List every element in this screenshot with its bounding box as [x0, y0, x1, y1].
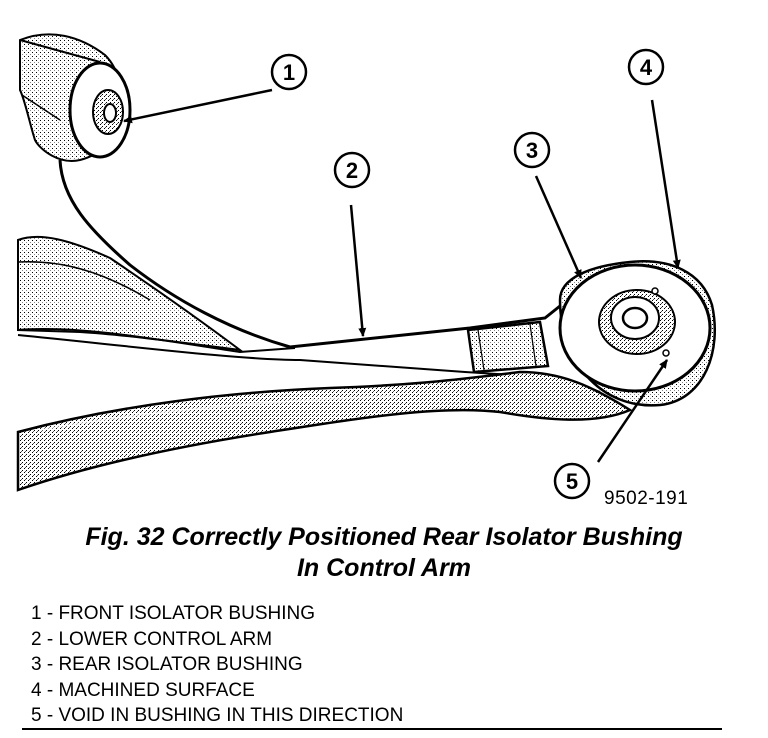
callout-1: 1: [123, 53, 308, 124]
legend-item: 2 - LOWER CONTROL ARM: [31, 628, 273, 650]
callout-2: 2: [333, 151, 371, 337]
callout-2-leader: [349, 204, 367, 337]
lower-control-arm: [16, 159, 633, 492]
legend-item: 5 - VOID IN BUSHING IN THIS DIRECTION: [31, 705, 404, 726]
callout-5-label: 5: [566, 469, 578, 494]
callout-3: 3: [513, 131, 583, 279]
callout-4: 4: [627, 48, 681, 269]
legend-list: 1 - FRONT ISOLATOR BUSHING 2 - LOWER CON…: [31, 601, 403, 729]
legend-item: 4 - MACHINED SURFACE: [31, 679, 255, 701]
figure-caption: Fig. 32 Correctly Positioned Rear Isolat…: [0, 522, 768, 584]
callout-1-label: 1: [283, 60, 295, 85]
callout-1-leader: [123, 88, 273, 124]
callout-5-leader: [596, 359, 669, 463]
legend-item: 1 - FRONT ISOLATOR BUSHING: [31, 603, 315, 624]
caption-line-1: Fig. 32 Correctly Positioned Rear Isolat…: [85, 523, 683, 551]
callout-4-label: 4: [640, 55, 653, 80]
control-arm-illustration: 1 2 3 4 5: [16, 33, 716, 500]
rear-isolator-bushing: [558, 260, 716, 407]
legend-item: 3 - REAR ISOLATOR BUSHING: [31, 654, 303, 675]
callout-3-leader: [534, 175, 583, 279]
caption-line-2: In Control Arm: [296, 554, 472, 582]
callout-5: 5: [553, 359, 669, 500]
callout-4-leader: [650, 99, 681, 269]
callout-2-label: 2: [346, 158, 358, 183]
callout-3-label: 3: [526, 138, 538, 163]
figure-id: 9502-191: [604, 488, 689, 509]
bottom-divider: [22, 728, 722, 730]
front-isolator-bushing: [68, 61, 132, 159]
